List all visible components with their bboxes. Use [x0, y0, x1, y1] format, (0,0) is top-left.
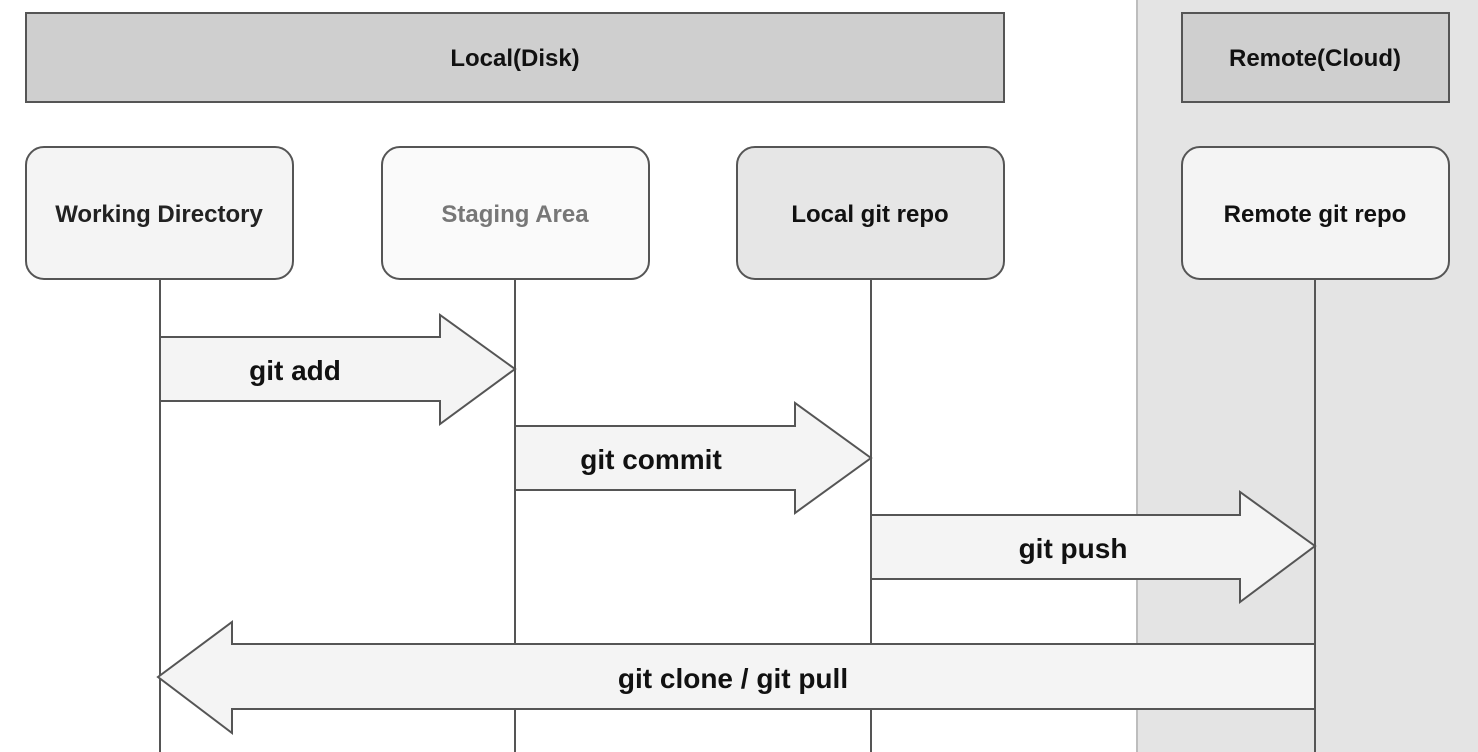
arrow-git-push: git push: [870, 490, 1317, 604]
node-working-directory: Working Directory: [25, 146, 294, 280]
local-region-header: Local(Disk): [25, 12, 1005, 103]
arrow-git-clone-pull: git clone / git pull: [156, 620, 1316, 736]
arrow-git-add-label: git add: [249, 355, 341, 386]
node-staging-area: Staging Area: [381, 146, 650, 280]
node-remote-git-repo-label: Remote git repo: [1224, 201, 1407, 228]
node-working-directory-label: Working Directory: [55, 201, 263, 228]
arrow-git-commit-label: git commit: [580, 444, 722, 475]
remote-region-header: Remote(Cloud): [1181, 12, 1450, 103]
node-staging-area-label: Staging Area: [441, 201, 589, 228]
arrow-git-add: git add: [159, 313, 517, 426]
node-remote-git-repo: Remote git repo: [1181, 146, 1450, 280]
arrow-git-commit: git commit: [514, 401, 873, 515]
remote-region-label: Remote(Cloud): [1229, 45, 1401, 72]
remote-panel-background: [1137, 0, 1478, 752]
node-local-git-repo: Local git repo: [736, 146, 1005, 280]
arrow-git-clone-pull-label: git clone / git pull: [618, 663, 848, 694]
local-region-label: Local(Disk): [450, 45, 579, 72]
arrow-git-push-label: git push: [1019, 533, 1128, 564]
node-local-git-repo-label: Local git repo: [791, 201, 948, 228]
